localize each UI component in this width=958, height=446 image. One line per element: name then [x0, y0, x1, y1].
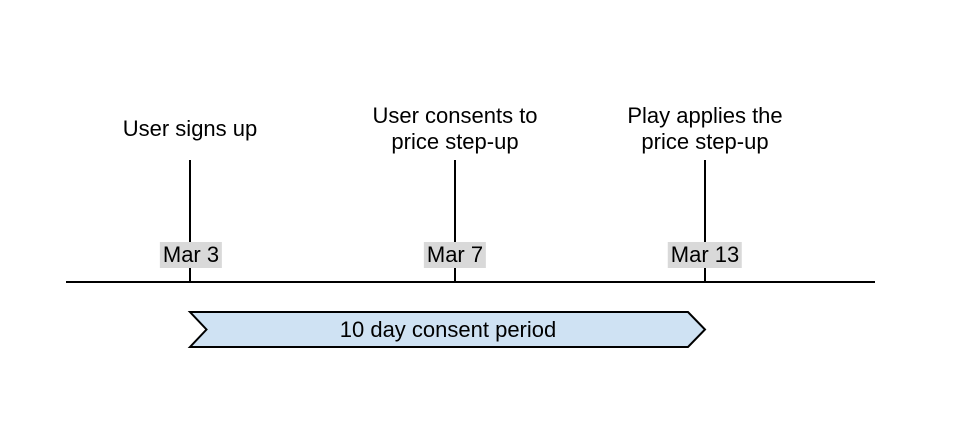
event-tick-line [454, 160, 456, 282]
event-label-apply: Play applies the price step-up [627, 103, 782, 155]
event-tick-line [704, 160, 706, 282]
banner-arrow-shape [187, 311, 707, 348]
event-label-signup: User signs up [123, 116, 258, 142]
event-tick-line [189, 160, 191, 282]
timeline-axis [66, 281, 875, 283]
event-label-line: price step-up [391, 129, 519, 154]
event-date-badge: Mar 7 [423, 242, 487, 268]
event-label-line: User consents to [372, 103, 538, 128]
event-label-consent: User consents to price step-up [372, 103, 537, 155]
event-date-badge: Mar 3 [159, 242, 223, 268]
event-label-line: price step-up [641, 129, 769, 154]
banner-label: 10 day consent period [339, 317, 557, 342]
event-label-line: User signs up [122, 116, 258, 141]
event-date-badge: Mar 13 [667, 242, 743, 268]
event-label-line: Play applies the [627, 103, 783, 128]
